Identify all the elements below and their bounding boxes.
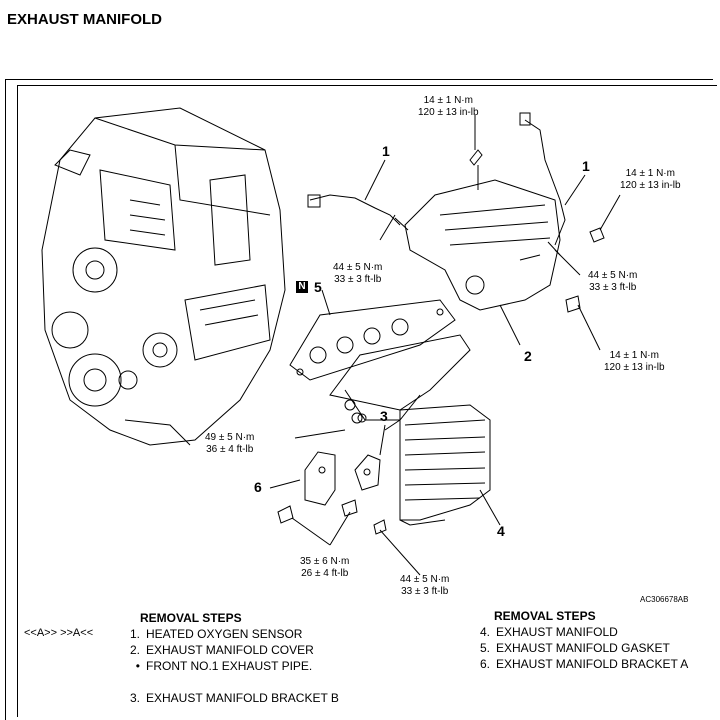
torque-value: 120 ± 13 in-lb bbox=[620, 180, 681, 191]
torque-value: 33 ± 3 ft-lb bbox=[334, 274, 382, 285]
list-item: 6. EXHAUST MANIFOLD BRACKET A bbox=[468, 656, 688, 672]
step-text: HEATED OXYGEN SENSOR bbox=[146, 627, 303, 641]
torque-value: 44 ± 5 N·m bbox=[333, 262, 383, 273]
callout-1-right: 1 bbox=[582, 158, 590, 174]
torque-value: 33 ± 3 ft-lb bbox=[401, 586, 449, 597]
torque-value: 49 ± 5 N·m bbox=[205, 432, 255, 443]
diagram-frame bbox=[17, 85, 717, 717]
callout-5: 5 bbox=[314, 279, 322, 295]
list-item: 2. EXHAUST MANIFOLD COVER bbox=[118, 642, 339, 658]
torque-value: 33 ± 3 ft-lb bbox=[589, 282, 637, 293]
list-item: 5. EXHAUST MANIFOLD GASKET bbox=[468, 640, 688, 656]
non-reusable-mark: N bbox=[296, 281, 308, 293]
torque-value: 36 ± 4 ft-lb bbox=[206, 444, 254, 455]
removal-steps-header: REMOVAL STEPS bbox=[140, 611, 242, 625]
step-index: 1. bbox=[129, 627, 140, 641]
step-index: 4. bbox=[479, 625, 490, 639]
list-item: 3. EXHAUST MANIFOLD BRACKET B bbox=[118, 690, 339, 706]
removal-steps-right: REMOVAL STEPS 4. EXHAUST MANIFOLD 5. EXH… bbox=[468, 608, 688, 672]
step-text: FRONT NO.1 EXHAUST PIPE. bbox=[146, 659, 313, 673]
step-text: EXHAUST MANIFOLD BRACKET B bbox=[146, 691, 339, 705]
procedure-tag: <<A>> >>A<< bbox=[24, 627, 94, 639]
figure-code: AC306678AB bbox=[640, 595, 689, 604]
torque-value: 14 ± 1 N·m bbox=[625, 168, 675, 179]
callout-4: 4 bbox=[497, 523, 505, 539]
callout-2: 2 bbox=[524, 348, 532, 364]
removal-steps-header: REMOVAL STEPS bbox=[494, 609, 596, 623]
list-item: • FRONT NO.1 EXHAUST PIPE. bbox=[118, 658, 339, 674]
list-item: 1. HEATED OXYGEN SENSOR bbox=[118, 626, 339, 642]
torque-label-bracket-bolts: 35 ± 6 N·m 26 ± 4 ft-lb bbox=[300, 556, 349, 580]
torque-label-top-center: 14 ± 1 N·m 120 ± 13 in-lb bbox=[418, 95, 479, 119]
callout-3: 3 bbox=[380, 408, 388, 424]
torque-label-sensor-right: 44 ± 5 N·m 33 ± 3 ft-lb bbox=[588, 270, 637, 294]
step-text: EXHAUST MANIFOLD BRACKET A bbox=[496, 657, 689, 671]
heated-oxygen-sensor-right-drawing bbox=[519, 112, 566, 256]
torque-value: 14 ± 1 N·m bbox=[423, 95, 473, 106]
torque-label-sensor-left: 44 ± 5 N·m 33 ± 3 ft-lb bbox=[333, 262, 382, 286]
exhaust-manifold-cover-drawing bbox=[404, 179, 561, 311]
heated-oxygen-sensor-left-drawing bbox=[307, 194, 409, 231]
bolts-drawing bbox=[277, 149, 605, 535]
exhaust-manifold-drawing bbox=[329, 334, 491, 526]
step-index: 6. bbox=[479, 657, 490, 671]
outer-frame bbox=[5, 79, 713, 720]
exhaust-manifold-gasket-drawing bbox=[289, 299, 456, 381]
torque-value: 14 ± 1 N·m bbox=[609, 350, 659, 361]
removal-steps-left: REMOVAL STEPS 1. HEATED OXYGEN SENSOR 2.… bbox=[118, 610, 339, 706]
leader-lines bbox=[269, 115, 621, 576]
step-index: 3. bbox=[129, 691, 140, 705]
torque-value: 120 ± 13 in-lb bbox=[418, 107, 479, 118]
page-title: EXHAUST MANIFOLD bbox=[7, 11, 162, 28]
step-index: 2. bbox=[129, 643, 140, 657]
callout-6: 6 bbox=[254, 479, 262, 495]
step-text: EXHAUST MANIFOLD GASKET bbox=[496, 641, 670, 655]
exhaust-manifold-bracket-b-drawing bbox=[354, 454, 381, 491]
step-text: EXHAUST MANIFOLD bbox=[496, 625, 618, 639]
exhaust-manifold-bracket-a-drawing bbox=[304, 451, 336, 506]
step-index: 5. bbox=[479, 641, 490, 655]
torque-value: 44 ± 5 N·m bbox=[400, 574, 450, 585]
list-item: 4. EXHAUST MANIFOLD bbox=[468, 624, 688, 640]
callout-1-left: 1 bbox=[382, 143, 390, 159]
torque-label-cover-lower: 14 ± 1 N·m 120 ± 13 in-lb bbox=[604, 350, 665, 374]
step-index: • bbox=[135, 659, 140, 673]
torque-value: 35 ± 6 N·m bbox=[300, 556, 350, 567]
torque-value: 26 ± 4 ft-lb bbox=[301, 568, 349, 579]
step-text: EXHAUST MANIFOLD COVER bbox=[146, 643, 314, 657]
torque-value: 44 ± 5 N·m bbox=[588, 270, 638, 281]
engine-block-drawing bbox=[41, 107, 286, 446]
torque-label-bottom: 44 ± 5 N·m 33 ± 3 ft-lb bbox=[400, 574, 449, 598]
torque-value: 120 ± 13 in-lb bbox=[604, 362, 665, 373]
torque-label-top-right: 14 ± 1 N·m 120 ± 13 in-lb bbox=[620, 168, 681, 192]
torque-label-manifold-nut: 49 ± 5 N·m 36 ± 4 ft-lb bbox=[205, 432, 254, 456]
